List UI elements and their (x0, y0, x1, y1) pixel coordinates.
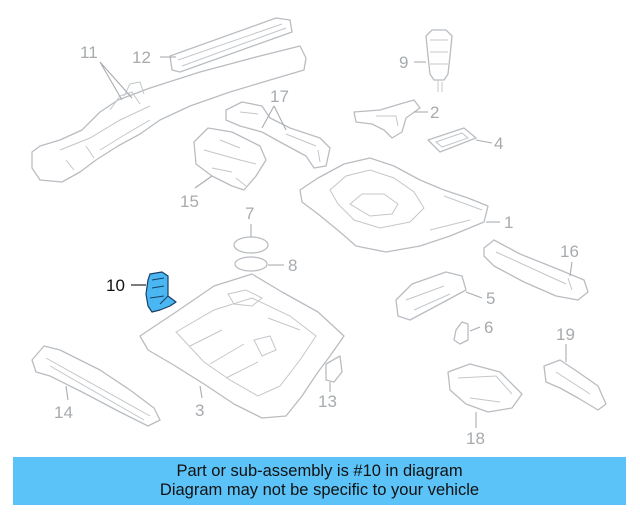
callout-10: 10 (106, 276, 125, 295)
callout-12: 12 (132, 48, 151, 67)
part-8-grommet[interactable] (234, 256, 268, 272)
callout-5: 5 (486, 289, 495, 308)
part-6-clip[interactable] (453, 321, 469, 345)
part-12-rail-extension[interactable] (169, 17, 293, 73)
diagram-notice-banner: Part or sub-assembly is #10 in diagram D… (13, 457, 626, 505)
part-1-rear-floor[interactable] (299, 157, 489, 253)
part-16-reinforcement[interactable] (483, 239, 589, 301)
part-7-plug[interactable] (233, 236, 269, 254)
part-9-jack[interactable] (425, 29, 453, 92)
callout-19: 19 (556, 325, 575, 344)
part-14-sill-rail[interactable] (31, 345, 161, 427)
callout-9: 9 (399, 53, 408, 72)
callout-13: 13 (318, 392, 337, 411)
part-10-highlighted[interactable] (145, 271, 177, 313)
callout-16: 16 (560, 242, 579, 261)
callout-1: 1 (504, 213, 513, 232)
callout-11: 11 (80, 43, 98, 62)
leader-lines (65, 56, 573, 428)
part-19-rear-bracket[interactable] (543, 359, 607, 411)
part-18-shield[interactable] (447, 363, 523, 413)
callout-17: 17 (270, 87, 289, 106)
callout-6: 6 (484, 318, 493, 337)
callout-15: 15 (180, 192, 199, 211)
part-3-floor-pan[interactable] (139, 273, 345, 419)
part-15-seat-bracket[interactable] (193, 127, 267, 191)
callout-14: 14 (54, 403, 73, 422)
part-4-plate[interactable] (427, 127, 477, 153)
part-2-bracket[interactable] (353, 99, 421, 139)
part-13-bracket[interactable] (325, 355, 343, 383)
parts-diagram: 11 12 9 2 4 17 15 7 1 16 8 10 5 6 19 13 … (31, 17, 607, 448)
part-11-side-rail[interactable] (31, 45, 307, 183)
part-5-bracket[interactable] (395, 271, 467, 321)
callout-2: 2 (430, 103, 439, 122)
callout-7: 7 (245, 204, 254, 223)
callout-4: 4 (494, 134, 503, 153)
callout-8: 8 (288, 256, 297, 275)
notice-line-2: Diagram may not be specific to your vehi… (159, 481, 480, 499)
notice-line-1: Part or sub-assembly is #10 in diagram (176, 462, 463, 480)
callout-3: 3 (195, 401, 204, 420)
part-17-crossmember[interactable] (225, 101, 331, 169)
callout-18: 18 (466, 429, 485, 448)
callout-labels: 11 12 9 2 4 17 15 7 1 16 8 10 5 6 19 13 … (54, 43, 579, 448)
